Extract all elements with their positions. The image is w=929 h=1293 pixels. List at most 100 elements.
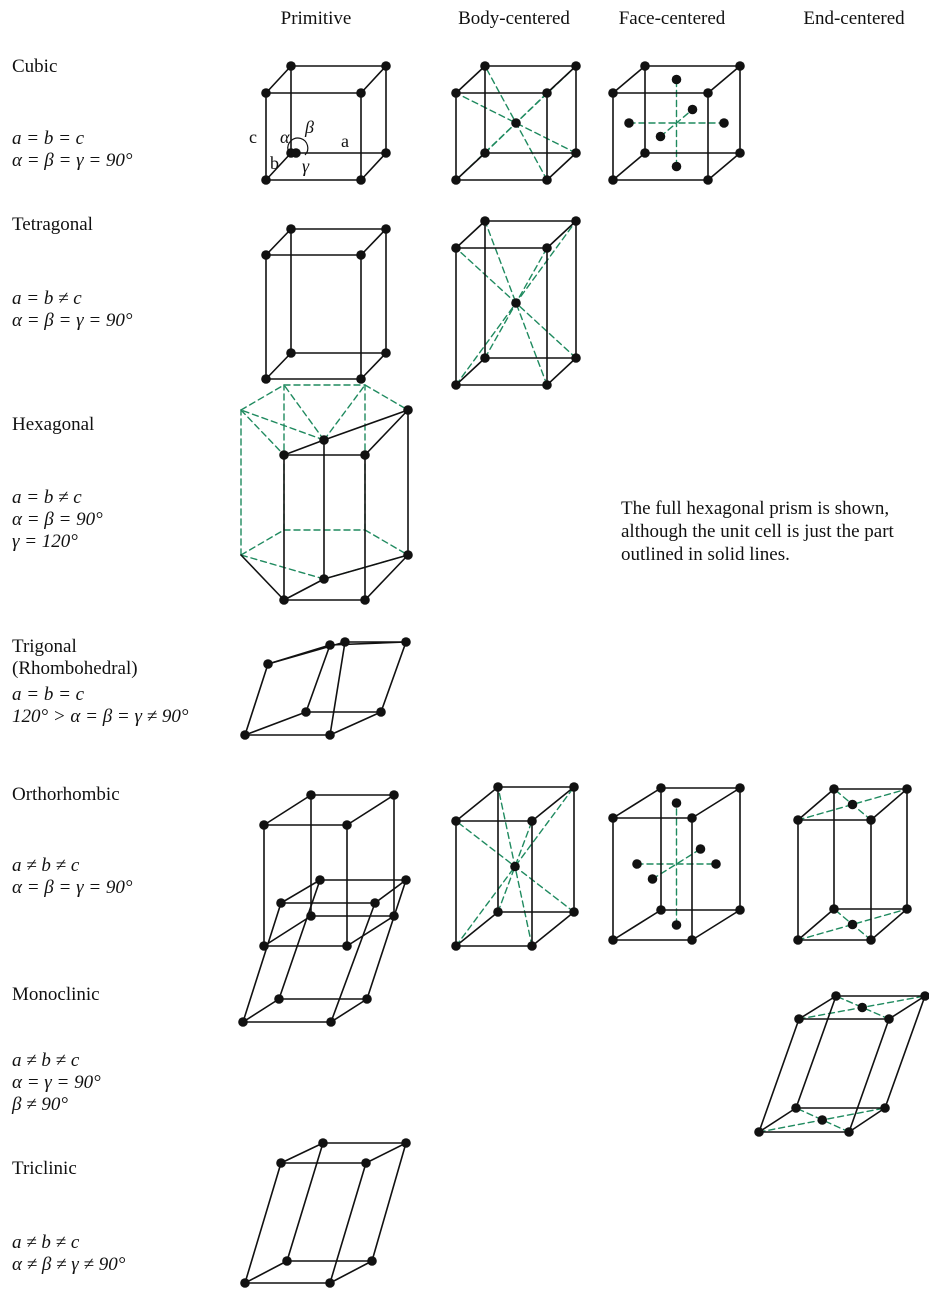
- angle-arc: [287, 137, 309, 156]
- lattice-point: [527, 941, 537, 951]
- lattice-point: [510, 861, 520, 872]
- lattice-point: [259, 820, 269, 830]
- system-equations-cubic: a = b = c α = β = γ = 90°: [12, 128, 133, 172]
- lattice-point: [356, 175, 366, 185]
- lattice-point: [866, 935, 876, 945]
- cell-edge: [612, 65, 646, 94]
- cell-edge: [265, 152, 292, 181]
- lattice-point: [389, 790, 399, 800]
- cell-edge: [870, 908, 908, 941]
- system-name-hexagonal: Hexagonal: [12, 414, 95, 435]
- lattice-point: [569, 907, 579, 917]
- lattice-point: [286, 61, 296, 71]
- cubic-label-c: c: [249, 127, 257, 147]
- cell-edge: [323, 554, 409, 580]
- cubic-body-centered: [451, 61, 581, 185]
- lattice-point: [902, 904, 912, 914]
- equation-line: α = β = 90°: [12, 509, 103, 530]
- equation-line: a ≠ b ≠ c: [12, 1232, 80, 1253]
- cell-edge: [758, 1018, 800, 1133]
- cell-edge: [546, 65, 577, 94]
- lattice-point: [451, 175, 461, 185]
- note-line: although the unit cell is just the part: [621, 521, 894, 542]
- cell-edge: [546, 220, 577, 249]
- system-name-triclinic: Triclinic: [12, 1158, 77, 1179]
- equation-line: α = γ = 90°: [12, 1072, 101, 1093]
- orthorhombic-face-centered: [608, 783, 745, 945]
- cell-edge: [455, 357, 486, 386]
- lattice-point: [608, 175, 618, 185]
- cell-edge: [546, 357, 577, 386]
- cell-edge: [329, 711, 382, 736]
- lattice-point: [829, 904, 839, 914]
- lattice-point: [325, 730, 335, 740]
- lattice-point: [261, 175, 271, 185]
- lattice-point: [569, 782, 579, 792]
- lattice-point: [279, 450, 289, 460]
- lattice-point: [880, 1103, 890, 1113]
- equation-line: a = b = c: [12, 684, 85, 705]
- lattice-point: [844, 1127, 854, 1137]
- lattice-point: [261, 250, 271, 260]
- cubic-face-centered: [608, 61, 745, 185]
- lattice-point: [381, 348, 391, 358]
- lattice-point: [451, 88, 461, 98]
- lattice-point: [360, 595, 370, 605]
- cubic-label-b: b: [270, 153, 279, 173]
- lattice-point: [571, 216, 581, 226]
- lattice-point: [866, 815, 876, 825]
- cell-edge: [795, 995, 837, 1109]
- lattice-point: [847, 919, 858, 930]
- equation-line: a = b = c: [12, 128, 85, 149]
- cell-edge: [364, 409, 409, 456]
- cell-edge: [870, 788, 908, 821]
- cell-edge: [240, 554, 285, 601]
- cell-edge: [265, 65, 292, 94]
- lattice-point: [527, 816, 537, 826]
- cubic-primitive: [261, 61, 391, 185]
- cell-edge: [265, 228, 292, 256]
- cell-edge: [329, 1260, 373, 1284]
- lattice-point: [571, 148, 581, 158]
- cubic-label-beta: β: [305, 117, 314, 137]
- lattice-point: [291, 148, 301, 158]
- orthorhombic-body-centered: [451, 782, 579, 951]
- cell-edge: [707, 65, 741, 94]
- lattice-point: [451, 816, 461, 826]
- lattice-point: [671, 798, 682, 808]
- note-line: The full hexagonal prism is shown,: [621, 498, 890, 519]
- cell-edge: [244, 711, 307, 736]
- lattice-point: [342, 820, 352, 830]
- cell-edge: [365, 1142, 407, 1164]
- system-equations-trigonal: a = b = c 120° > α = β = γ ≠ 90°: [12, 684, 189, 728]
- lattice-point: [511, 118, 521, 128]
- lattice-point: [647, 874, 658, 884]
- system-equations-triclinic: a ≠ b ≠ c α ≠ β ≠ γ ≠ 90°: [12, 1232, 125, 1276]
- dashed-line: [659, 108, 694, 138]
- lattice-point: [367, 1256, 377, 1266]
- cell-edge: [455, 220, 486, 249]
- lattice-point: [829, 784, 839, 794]
- equation-line: 120° > α = β = γ ≠ 90°: [12, 706, 189, 727]
- header-body-centered: Body-centered: [458, 8, 570, 29]
- lattice-point: [571, 61, 581, 71]
- cell-edge: [888, 995, 926, 1020]
- lattice-point: [325, 1278, 335, 1288]
- cell-edge: [263, 794, 312, 826]
- lattice-point: [342, 941, 352, 951]
- cell-edge: [283, 578, 325, 601]
- lattice-point: [793, 935, 803, 945]
- lattice-point: [695, 844, 706, 854]
- dashed-line: [364, 529, 409, 556]
- equation-line: α = β = γ = 90°: [12, 150, 133, 171]
- cell-edge: [278, 879, 321, 1000]
- cell-edge: [329, 1162, 367, 1284]
- lattice-point: [703, 88, 713, 98]
- lattice-point: [315, 875, 325, 885]
- lattice-point: [671, 161, 682, 172]
- cell-edge: [455, 152, 486, 181]
- system-name-line: Trigonal: [12, 636, 77, 657]
- lattice-point: [735, 61, 745, 71]
- lattice-point: [608, 935, 618, 945]
- lattice-point: [711, 859, 721, 869]
